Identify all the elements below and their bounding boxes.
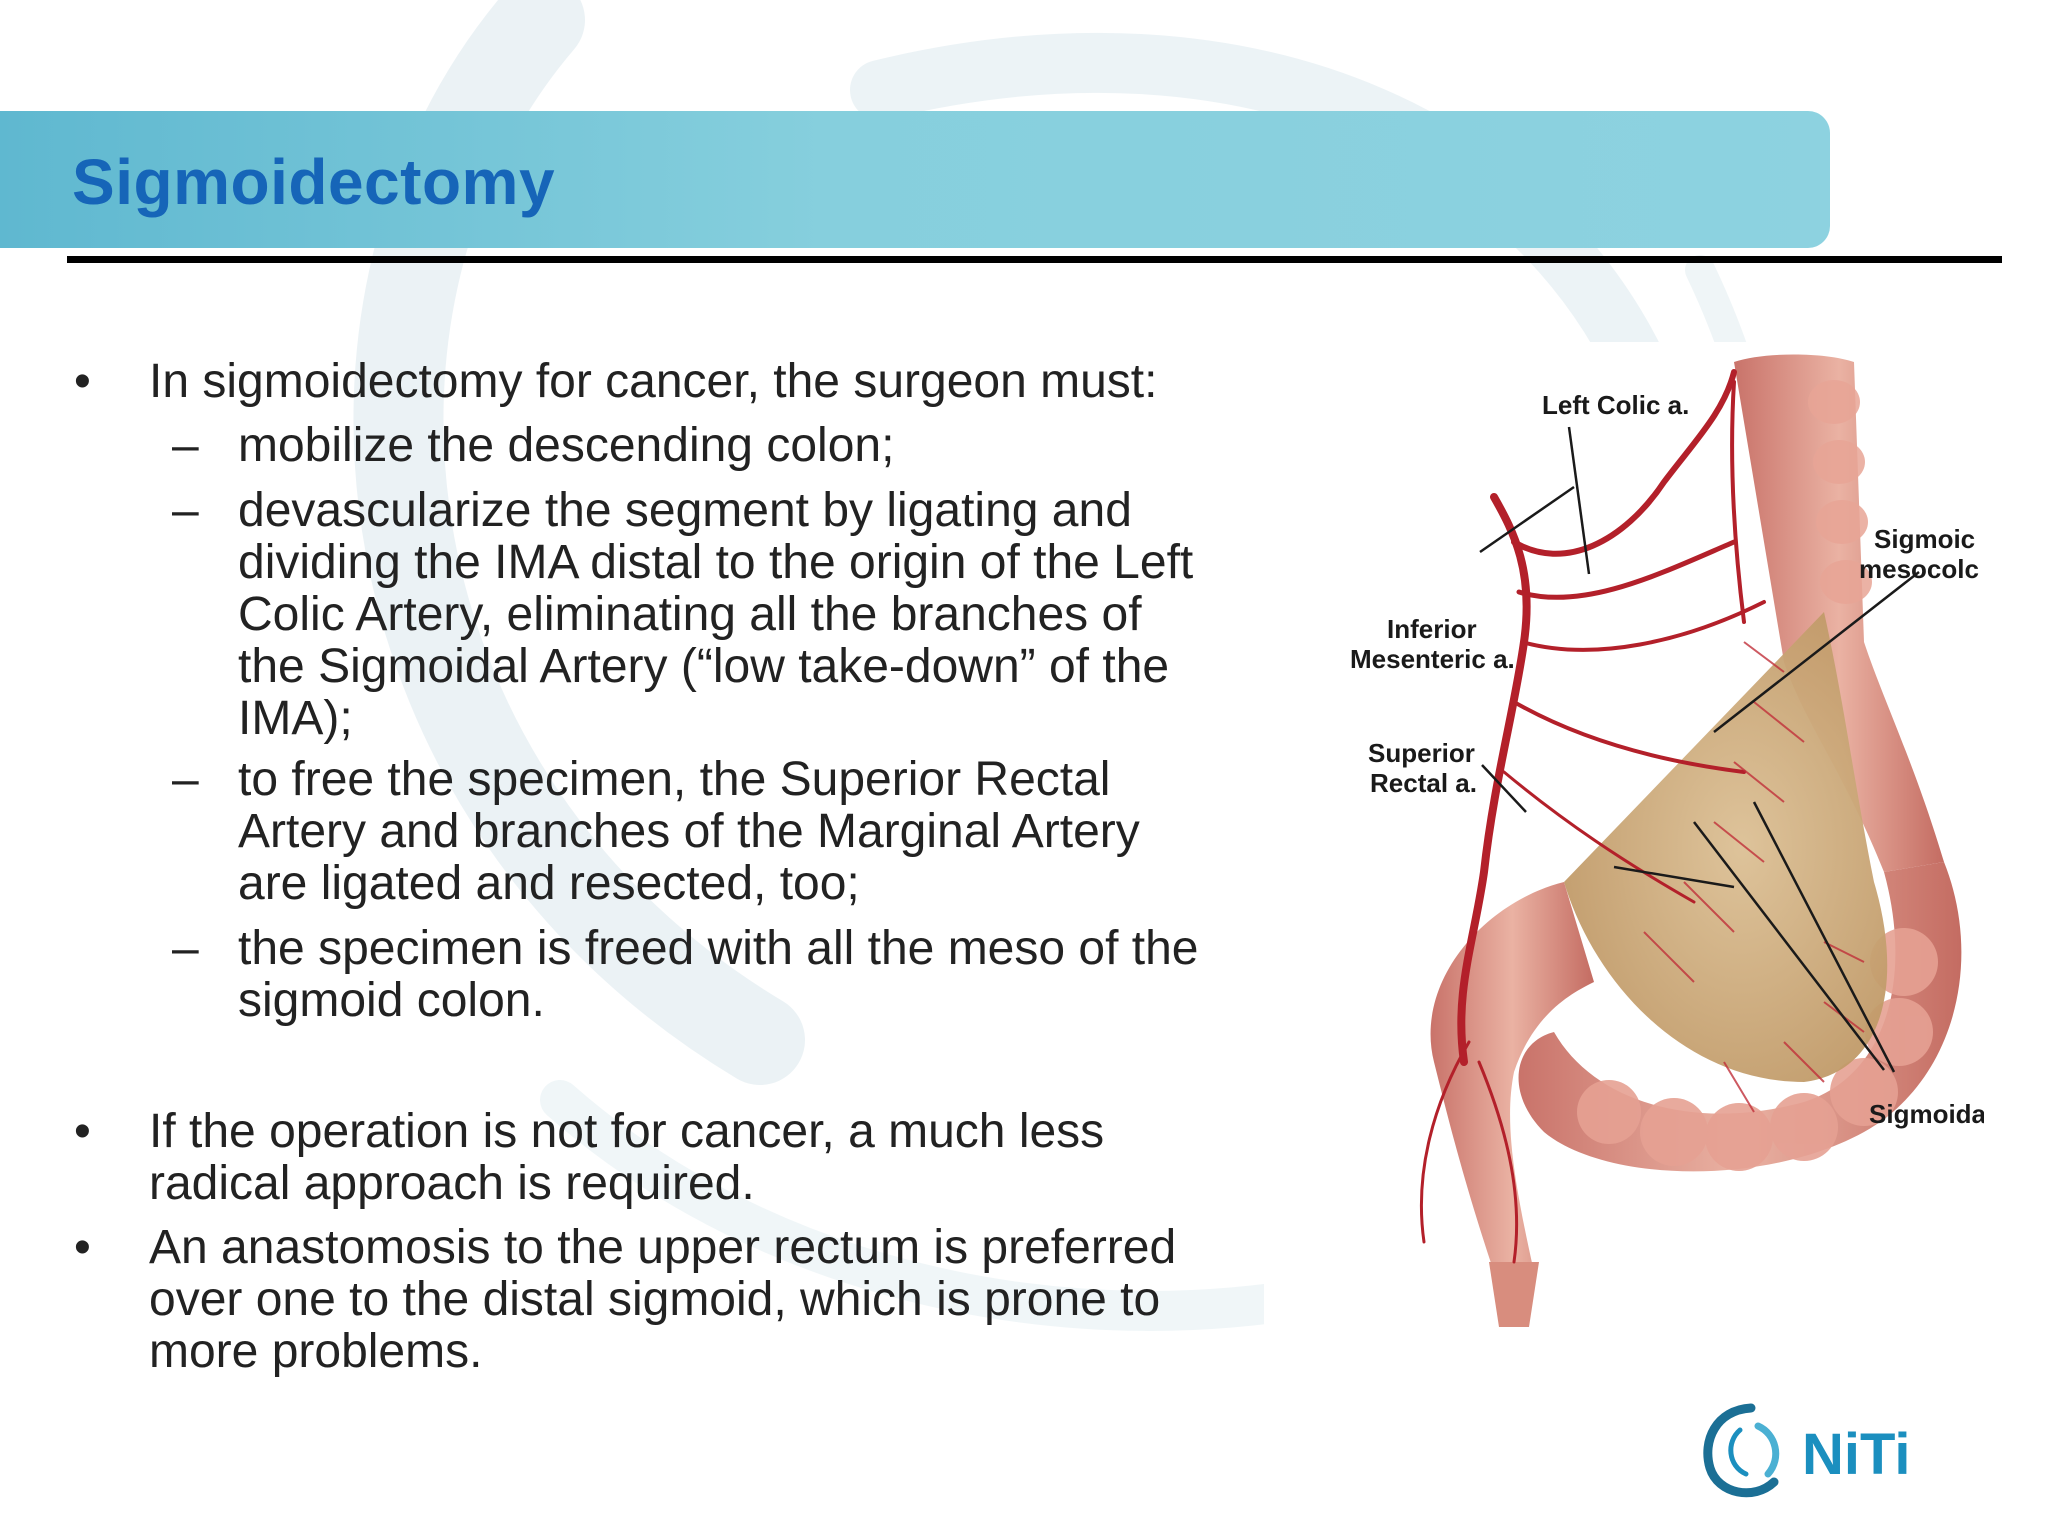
bullet-mark: • bbox=[74, 1105, 91, 1158]
slide-title: Sigmoidectomy bbox=[72, 146, 556, 218]
sub-bullet-mark: – bbox=[172, 484, 199, 537]
sub-bullet-text: to free the specimen, the Superior Recta… bbox=[238, 754, 1288, 910]
bullet-mark: • bbox=[74, 1221, 91, 1274]
sub-bullet-line: the specimen is freed with all the meso … bbox=[238, 922, 1199, 975]
sigmoid-colon-anatomy-illustration: Left Colic a. Sigmoic mesocolc Inferior … bbox=[1350, 354, 1984, 1327]
logo-wordmark: NiTi bbox=[1802, 1422, 1911, 1487]
leader-lines bbox=[1479, 426, 1920, 1073]
label-ima-line1: Inferior bbox=[1387, 614, 1477, 644]
label-ima-line2: Mesenteric a. bbox=[1350, 644, 1515, 674]
bullet-mark: • bbox=[74, 355, 91, 408]
sigmoid-mesocolon bbox=[1564, 612, 1888, 1082]
sub-bullet-line: sigmoid colon. bbox=[238, 974, 545, 1027]
slide-body: • In sigmoidectomy for cancer, the surge… bbox=[74, 355, 1288, 1378]
sub-bullet-mark: – bbox=[172, 419, 199, 472]
bullet-text: In sigmoidectomy for cancer, the surgeon… bbox=[149, 356, 1279, 408]
sub-bullet-mark: – bbox=[172, 922, 199, 975]
sub-bullet-mark: – bbox=[172, 753, 199, 806]
sub-bullet-text: mobilize the descending colon; bbox=[238, 420, 1288, 472]
sub-bullet-text: devascularize the segment by ligating an… bbox=[238, 485, 1288, 745]
label-superior-rectal-line1: Superior bbox=[1368, 738, 1475, 768]
sub-bullet-line: Artery and branches of the Marginal Arte… bbox=[238, 805, 1140, 858]
sub-bullet-line: the Sigmoidal Artery (“low take-down” of… bbox=[238, 640, 1170, 693]
label-superior-rectal-line2: Rectal a. bbox=[1370, 768, 1477, 798]
bullet-line: If the operation is not for cancer, a mu… bbox=[149, 1105, 1105, 1158]
sub-bullet-line: mobilize the descending colon; bbox=[238, 419, 895, 472]
rectum bbox=[1430, 882, 1594, 1272]
sub-bullet-line: Colic Artery, eliminating all the branch… bbox=[238, 588, 1142, 641]
label-left-colic: Left Colic a. bbox=[1542, 390, 1689, 420]
label-sigmoid-mesocolon-line1: Sigmoic bbox=[1874, 524, 1975, 554]
sub-bullet-line: are ligated and resected, too; bbox=[238, 857, 860, 910]
title-banner bbox=[0, 111, 1830, 248]
niti-logo: NiTi bbox=[1703, 1403, 1911, 1498]
bullet-text: If the operation is not for cancer, a mu… bbox=[149, 1106, 1279, 1210]
sub-bullet-text: the specimen is freed with all the meso … bbox=[238, 923, 1288, 1027]
sub-bullet-line: to free the specimen, the Superior Recta… bbox=[238, 753, 1111, 806]
sub-bullet-line: dividing the IMA distal to the origin of… bbox=[238, 536, 1194, 589]
descending-colon bbox=[1734, 354, 1944, 872]
sub-bullet-line: IMA); bbox=[238, 692, 353, 745]
bullet-text: An anastomosis to the upper rectum is pr… bbox=[149, 1222, 1279, 1378]
bullet-line: radical approach is required. bbox=[149, 1157, 755, 1210]
haustra-right bbox=[1808, 380, 1872, 604]
bullet-line: In sigmoidectomy for cancer, the surgeon… bbox=[149, 355, 1158, 408]
rectal-stump bbox=[1489, 1262, 1539, 1327]
bullet-line: over one to the distal sigmoid, which is… bbox=[149, 1273, 1161, 1326]
label-sigmoid-mesocolon-line2: mesocolc bbox=[1859, 554, 1979, 584]
bullet-line: more problems. bbox=[149, 1325, 483, 1378]
bullet-line: An anastomosis to the upper rectum is pr… bbox=[149, 1221, 1177, 1274]
label-sigmoidal: Sigmoidal bbox=[1869, 1099, 1984, 1129]
arteries bbox=[1419, 369, 1766, 1264]
sub-bullet-line: devascularize the segment by ligating an… bbox=[238, 484, 1132, 537]
title-divider bbox=[67, 256, 2002, 263]
swirl-logo-icon bbox=[1703, 1403, 1780, 1498]
